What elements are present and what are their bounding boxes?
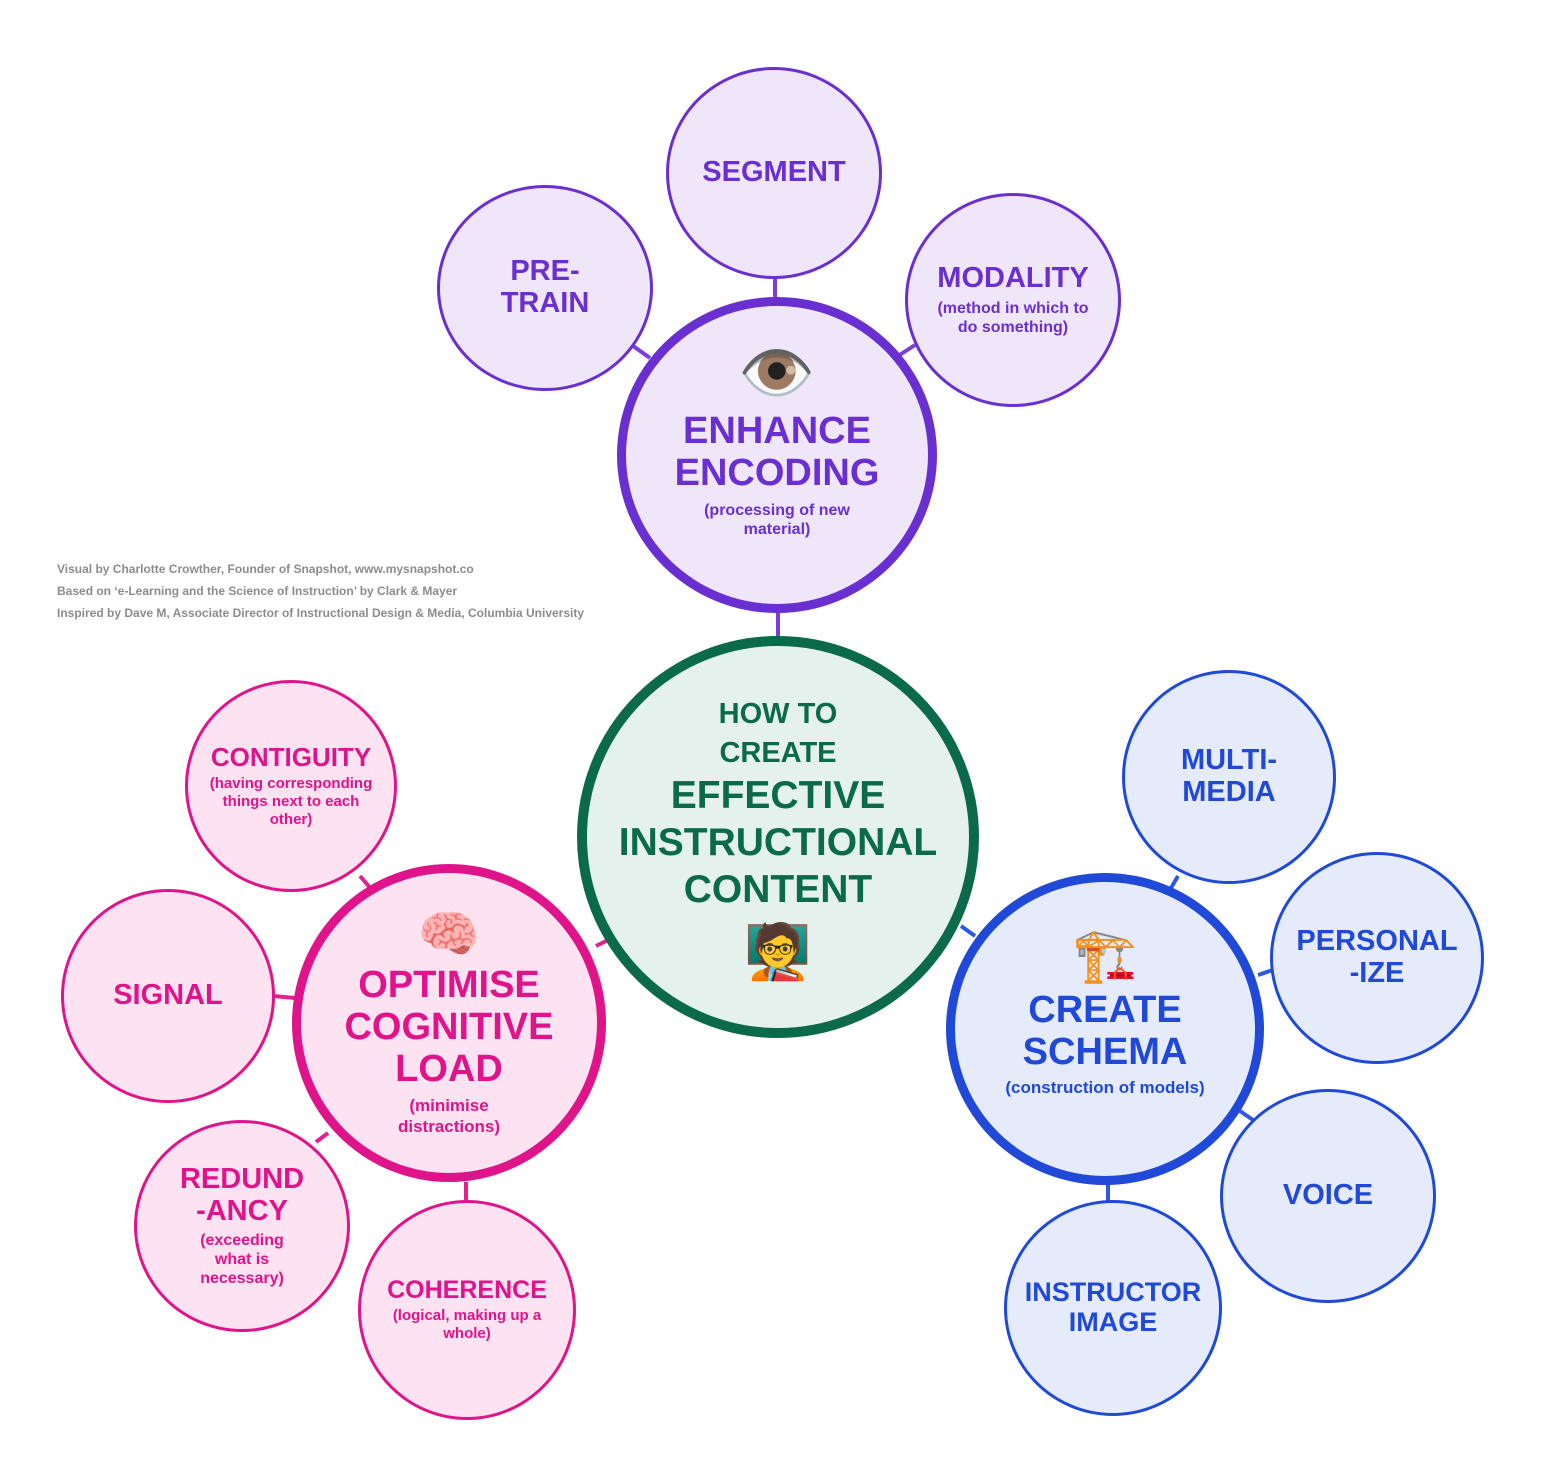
node-label: REDUND <box>179 1162 305 1195</box>
hub-title: OPTIMISE <box>358 963 540 1006</box>
hub-optimise-cognitive-load: 🧠 OPTIMISE COGNITIVE LOAD (minimise dist… <box>292 864 606 1182</box>
connector-signal <box>272 994 296 1000</box>
connector-redundancy <box>314 1131 330 1144</box>
node-label: MEDIA <box>1182 776 1276 808</box>
hub-subtitle: (construction of models) <box>1005 1077 1205 1097</box>
connector-schema-center <box>959 924 977 938</box>
center-title: CONTENT <box>683 867 873 911</box>
hub-subtitle: (processing of new material) <box>704 501 850 538</box>
node-sublabel: (method in which to do something) <box>937 299 1089 336</box>
crane-icon: 🏗️ <box>1072 927 1138 985</box>
node-modality: MODALITY (method in which to do somethin… <box>905 193 1121 407</box>
node-pretrain: PRE- TRAIN <box>437 185 653 391</box>
teacher-icon: 🧑‍🏫 <box>744 922 812 983</box>
node-label: -ANCY <box>196 1194 288 1227</box>
brain-icon: 🧠 <box>417 905 481 962</box>
hub-create-schema: 🏗️ CREATE SCHEMA (construction of models… <box>946 873 1264 1185</box>
node-segment: SEGMENT <box>666 67 882 279</box>
node-label: SIGNAL <box>113 979 223 1012</box>
hub-title: ENCODING <box>674 451 880 494</box>
node-label: PRE- <box>510 255 580 288</box>
node-signal: SIGNAL <box>61 889 275 1103</box>
center-title: INSTRUCTIONAL <box>618 820 938 864</box>
center-title: EFFECTIVE <box>670 773 886 817</box>
node-label: -IZE <box>1349 957 1405 989</box>
credit-line: Visual by Charlotte Crowther, Founder of… <box>57 562 474 576</box>
node-instructor-image: INSTRUCTOR IMAGE <box>1004 1200 1222 1416</box>
hub-title: LOAD <box>395 1047 503 1090</box>
credits-text: Visual by Charlotte Crowther, Founder of… <box>57 558 584 624</box>
center-topic: HOW TO CREATE EFFECTIVE INSTRUCTIONAL CO… <box>577 636 979 1038</box>
node-sublabel: (exceeding what is necessary) <box>200 1231 284 1287</box>
node-label: CONTIGUITY <box>210 742 372 773</box>
node-sublabel: (logical, making up a whole) <box>392 1307 542 1343</box>
connector-multimedia <box>1169 874 1180 890</box>
node-label: SEGMENT <box>702 156 846 189</box>
node-label: TRAIN <box>500 287 590 319</box>
center-title: HOW TO <box>718 697 838 730</box>
node-label: IMAGE <box>1068 1307 1158 1337</box>
hub-subtitle: (minimise distractions) <box>397 1096 501 1136</box>
hub-title: CREATE <box>1028 989 1182 1031</box>
node-label: VOICE <box>1282 1179 1374 1212</box>
node-label: PERSONAL <box>1296 925 1458 958</box>
node-contiguity: CONTIGUITY (having corresponding things … <box>185 680 397 892</box>
center-title: CREATE <box>719 736 837 769</box>
node-voice: VOICE <box>1220 1089 1436 1303</box>
eye-icon: 👁️ <box>738 339 816 409</box>
node-coherence: COHERENCE (logical, making up a whole) <box>358 1200 576 1420</box>
credit-line: Inspired by Dave M, Associate Director o… <box>57 606 585 620</box>
hub-enhance-encoding: 👁️ ENHANCE ENCODING (processing of new m… <box>617 297 937 613</box>
node-label: INSTRUCTOR <box>1024 1277 1202 1308</box>
node-personalize: PERSONAL -IZE <box>1270 852 1484 1064</box>
hub-title: ENHANCE <box>683 410 871 453</box>
hub-title: SCHEMA <box>1022 1030 1188 1073</box>
connector-voice <box>1238 1109 1255 1122</box>
node-label: COHERENCE <box>387 1275 547 1304</box>
hub-title: COGNITIVE <box>344 1005 554 1048</box>
node-label: MODALITY <box>937 261 1089 294</box>
node-redundancy: REDUND -ANCY (exceeding what is necessar… <box>134 1120 350 1332</box>
node-label: MULTI- <box>1180 744 1278 777</box>
node-sublabel: (having corresponding things next to eac… <box>209 774 373 828</box>
node-multimedia: MULTI- MEDIA <box>1122 670 1336 884</box>
credit-line: Based on ‘e-Learning and the Science of … <box>57 584 458 598</box>
